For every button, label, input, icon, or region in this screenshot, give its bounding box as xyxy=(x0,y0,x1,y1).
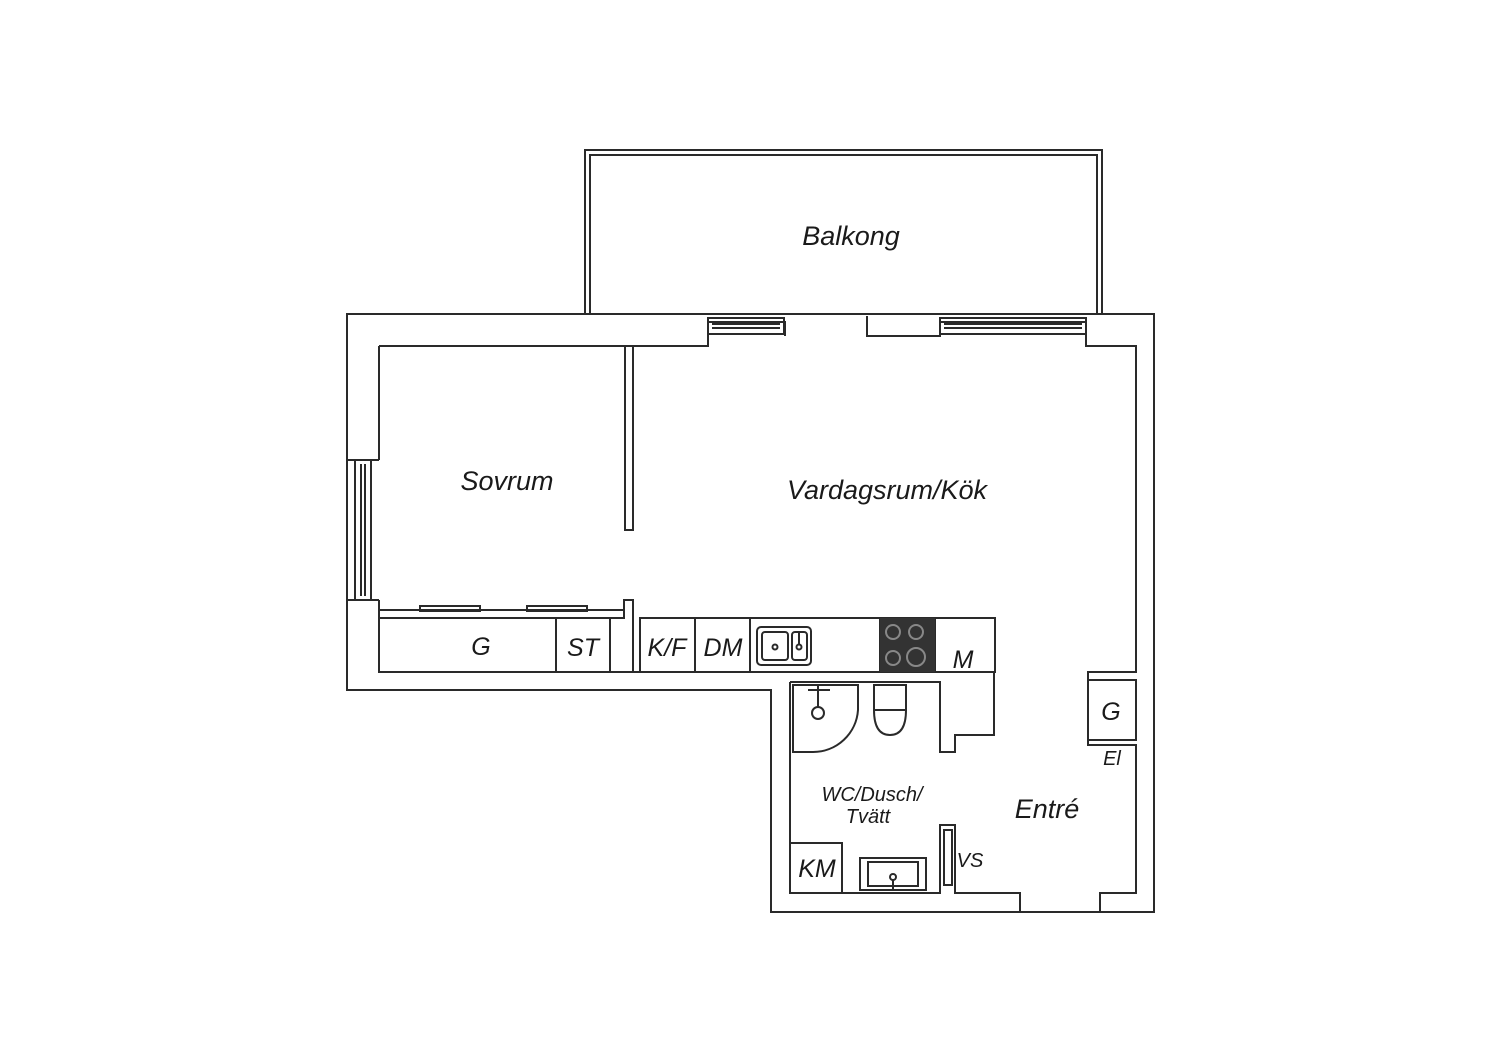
stove xyxy=(880,618,935,672)
coat-closet xyxy=(943,829,953,886)
coat-closet-label: VS xyxy=(957,850,984,872)
dishwasher-label: DM xyxy=(704,634,743,662)
exterior-wall xyxy=(346,313,1155,913)
window-left xyxy=(347,459,379,601)
window-top-right xyxy=(939,317,1087,335)
washing-machine-label: KM xyxy=(798,855,836,883)
fridge-freezer-label: K/F xyxy=(648,634,689,662)
wash-basin xyxy=(859,857,927,891)
wardrobe-entrance-label: G xyxy=(1101,698,1120,726)
entrance-wardrobe xyxy=(1087,679,1137,741)
bathroom-label-line1: WC/Dusch/ xyxy=(821,784,925,806)
shower xyxy=(792,684,859,754)
balcony-area xyxy=(584,149,1103,314)
bedroom-wardrobe-row xyxy=(378,599,634,673)
entrance-label: Entré xyxy=(1015,794,1080,824)
washing-machine xyxy=(789,842,843,894)
kitchen-sink xyxy=(756,626,812,666)
kitchen-counter xyxy=(639,617,996,673)
microwave-label: M xyxy=(953,646,974,674)
partition-wall xyxy=(624,345,634,531)
storage-label: ST xyxy=(567,634,601,662)
living-kitchen-label: Vardagsrum/Kök xyxy=(787,475,989,505)
window-top-left xyxy=(707,317,785,335)
bedroom-label: Sovrum xyxy=(460,466,553,496)
bathroom-label-line2: Tvätt xyxy=(846,806,892,828)
electric-panel-label: El xyxy=(1103,748,1121,770)
balcony-label: Balkong xyxy=(802,221,900,251)
toilet xyxy=(873,684,907,737)
wardrobe-bedroom-label: G xyxy=(471,633,490,661)
